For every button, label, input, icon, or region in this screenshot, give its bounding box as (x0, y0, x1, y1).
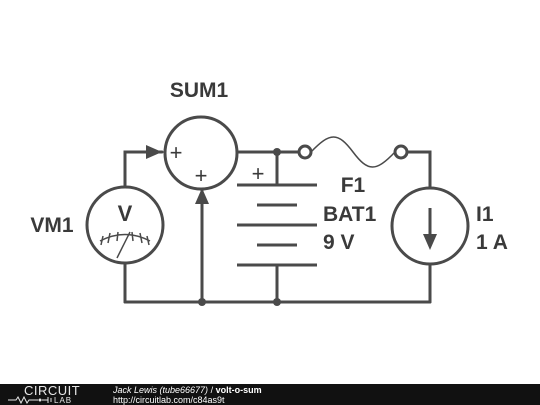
junction-top (273, 148, 281, 156)
footer-author[interactable]: Jack Lewis (tube66677) (113, 385, 209, 395)
footer-url[interactable]: http://circuitlab.com/c84as9t (113, 395, 225, 405)
footer-credit-line: Jack Lewis (tube66677) / volt-o-sum (113, 385, 262, 395)
voltmeter-scale-arc (99, 233, 151, 242)
battery-plus: + (252, 161, 265, 186)
sum-plus-b: + (195, 163, 208, 188)
sum-input-arrow-b (195, 188, 209, 204)
logo-top-text: CIRCUIT (24, 383, 81, 398)
voltmeter-label: VM1 (30, 214, 74, 237)
voltmeter-symbol: V (118, 201, 133, 226)
voltmeter-circle (85, 185, 165, 265)
footer-credit: Jack Lewis (tube66677) / volt-o-sum http… (113, 385, 262, 405)
footer-title[interactable]: volt-o-sum (215, 385, 262, 395)
logo-bottom-text: LAB (54, 396, 73, 405)
sum-plus-a: + (170, 140, 183, 165)
sum-block[interactable]: + + (163, 115, 239, 191)
footer-separator: / (208, 385, 216, 395)
junction-bottom-battery (273, 298, 281, 306)
voltmeter-needle (116, 231, 131, 259)
sum-label: SUM1 (170, 79, 229, 102)
current-source-value: 1 A (476, 231, 508, 254)
fuse-label: F1 (341, 174, 366, 197)
wire-voltmeter-to-sum (123, 150, 164, 189)
battery-value: 9 V (323, 231, 355, 254)
current-source-label: I1 (476, 203, 494, 226)
fuse-terminal-left (297, 144, 313, 160)
voltmeter[interactable]: V (85, 185, 165, 265)
logo-wave-icon (8, 396, 52, 404)
voltmeter-ticks (100, 231, 150, 246)
sum-input-arrow-a (146, 145, 162, 159)
fuse-wire (310, 136, 396, 168)
current-source[interactable] (390, 186, 470, 266)
circuitlab-logo[interactable]: CIRCUIT LAB (4, 384, 104, 405)
wire-fuse-to-source (405, 150, 432, 190)
battery[interactable]: + (237, 161, 317, 267)
footer-bar: CIRCUIT LAB Jack Lewis (tube66677) / vol… (0, 384, 540, 405)
current-source-arrow-head (423, 234, 437, 250)
junction-bottom-sum (198, 298, 206, 306)
fuse[interactable] (297, 136, 409, 168)
fuse-terminal-right (393, 144, 409, 160)
sum-circle (163, 115, 239, 191)
battery-label: BAT1 (323, 203, 377, 226)
